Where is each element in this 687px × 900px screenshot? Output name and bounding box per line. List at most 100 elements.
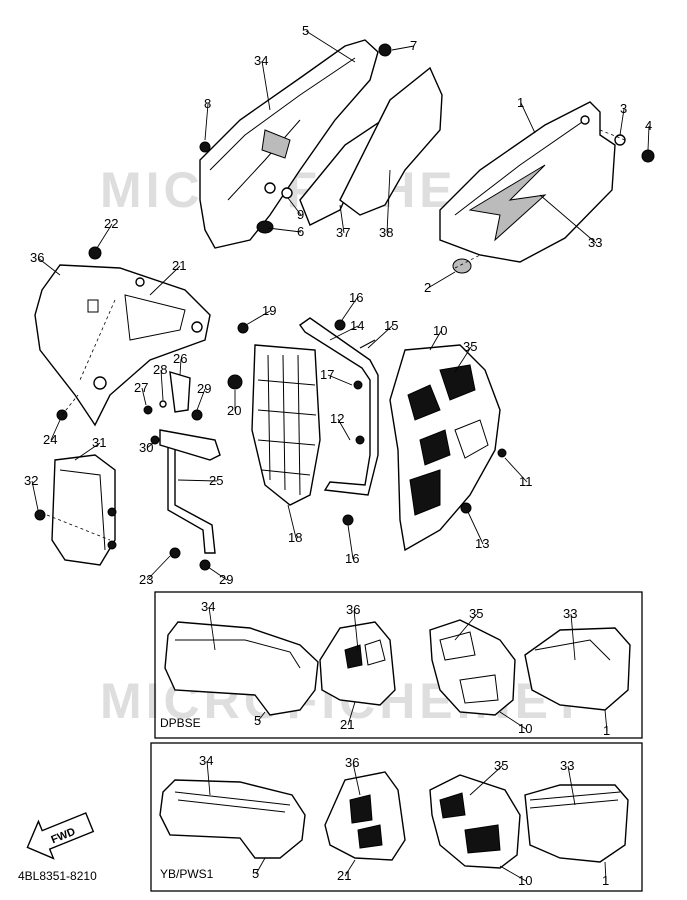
leader-dpbse-10 xyxy=(499,711,527,730)
callout-1: 1 xyxy=(517,95,524,110)
callout-ybpws1-36: 36 xyxy=(345,755,359,770)
leader-29 xyxy=(196,388,206,411)
leader-5 xyxy=(305,30,356,63)
leader-dpbse-34 xyxy=(208,606,216,651)
screw-32 xyxy=(34,509,46,521)
callout-31: 31 xyxy=(92,435,106,450)
grommet-19 xyxy=(237,322,249,334)
callout-29b: 29 xyxy=(219,572,233,587)
callout-22: 22 xyxy=(104,216,118,231)
callout-23: 23 xyxy=(139,572,153,587)
callout-13: 13 xyxy=(475,536,489,551)
callout-ybpws1-33: 33 xyxy=(560,758,574,773)
callout-25: 25 xyxy=(209,473,223,488)
leader-16 xyxy=(341,297,358,321)
leader-3 xyxy=(619,108,625,136)
callout-17: 17 xyxy=(320,367,334,382)
callout-dpbse-35: 35 xyxy=(469,606,483,621)
callout-15: 15 xyxy=(384,318,398,333)
left-radiator-shroud xyxy=(34,264,211,427)
leader-16b xyxy=(347,524,354,560)
callout-dpbse-21: 21 xyxy=(340,717,354,732)
leader-21 xyxy=(149,265,181,296)
reference-line xyxy=(454,254,481,269)
clip-30 xyxy=(150,435,160,445)
collar-20 xyxy=(227,374,243,390)
leader-26 xyxy=(179,358,182,376)
shroud-bracket xyxy=(159,371,221,554)
callout-ybpws1-34: 34 xyxy=(199,753,213,768)
callout-2: 2 xyxy=(424,280,431,295)
leader-7 xyxy=(391,45,415,51)
leader-4 xyxy=(647,125,650,151)
leader-dpbse-21 xyxy=(347,701,356,726)
leader-1 xyxy=(520,102,536,134)
leader-11 xyxy=(504,457,528,483)
leader-34 xyxy=(261,60,271,111)
callout-7: 7 xyxy=(410,38,417,53)
callout-32: 32 xyxy=(24,473,38,488)
nut-23 xyxy=(169,547,181,559)
callout-35: 35 xyxy=(463,339,477,354)
leader-dpbse-35 xyxy=(454,613,478,641)
leader-13 xyxy=(467,511,484,545)
leader-ybpws1-21 xyxy=(344,859,356,877)
leader-9 xyxy=(287,197,302,216)
callout-dpbse-33: 33 xyxy=(563,606,577,621)
bolt-16b xyxy=(342,514,354,526)
callout-14: 14 xyxy=(350,318,364,333)
callout-21: 21 xyxy=(172,258,186,273)
callout-34: 34 xyxy=(254,53,268,68)
callout-6: 6 xyxy=(297,224,304,239)
radiator-guard xyxy=(251,344,321,506)
leader-14 xyxy=(329,325,359,341)
callout-28: 28 xyxy=(153,362,167,377)
callout-3: 3 xyxy=(620,101,627,116)
leader-38 xyxy=(386,169,391,234)
callout-8: 8 xyxy=(204,96,211,111)
callout-dpbse-34: 34 xyxy=(201,599,215,614)
leader-12 xyxy=(337,418,351,441)
callout-4: 4 xyxy=(645,118,652,133)
callout-37: 37 xyxy=(336,225,350,240)
callout-26: 26 xyxy=(173,351,187,366)
leader-ybpws1-10 xyxy=(499,865,527,882)
callout-38: 38 xyxy=(379,225,393,240)
variant-label-ybpws1: YB/PWS1 xyxy=(160,867,214,881)
leader-27 xyxy=(141,387,147,406)
callout-33: 33 xyxy=(588,235,602,250)
variant-box-dpbse: DPBSE xyxy=(154,591,643,739)
reference-line xyxy=(61,394,79,416)
callout-10: 10 xyxy=(433,323,447,338)
callout-ybpws1-10: 10 xyxy=(518,873,532,888)
leader-28 xyxy=(160,369,164,401)
leader-17 xyxy=(327,374,353,386)
radiator-guard-frame xyxy=(299,317,379,496)
diagram-code: 4BL8351-8210 xyxy=(18,869,97,883)
callout-ybpws1-1: 1 xyxy=(602,873,609,888)
callout-5: 5 xyxy=(302,23,309,38)
left-side-cover xyxy=(199,39,379,249)
callout-ybpws1-35: 35 xyxy=(494,758,508,773)
leader-dpbse-33 xyxy=(570,613,576,661)
leader-33 xyxy=(539,194,597,244)
reference-line xyxy=(46,514,111,541)
leader-15 xyxy=(367,325,393,349)
bolt-29b xyxy=(199,559,211,571)
screw-22 xyxy=(88,246,102,260)
callout-29: 29 xyxy=(197,381,211,396)
callout-19: 19 xyxy=(262,303,276,318)
leader-dpbse-5 xyxy=(257,711,266,722)
screw-13 xyxy=(460,502,472,514)
leader-ybpws1-36 xyxy=(352,762,361,796)
callout-24: 24 xyxy=(43,432,57,447)
callout-30: 30 xyxy=(139,440,153,455)
callout-20: 20 xyxy=(227,403,241,418)
leader-19 xyxy=(245,310,271,326)
callout-18: 18 xyxy=(288,530,302,545)
leader-25 xyxy=(177,479,218,482)
leader-31 xyxy=(74,442,101,461)
lower-side-cover xyxy=(51,454,117,566)
